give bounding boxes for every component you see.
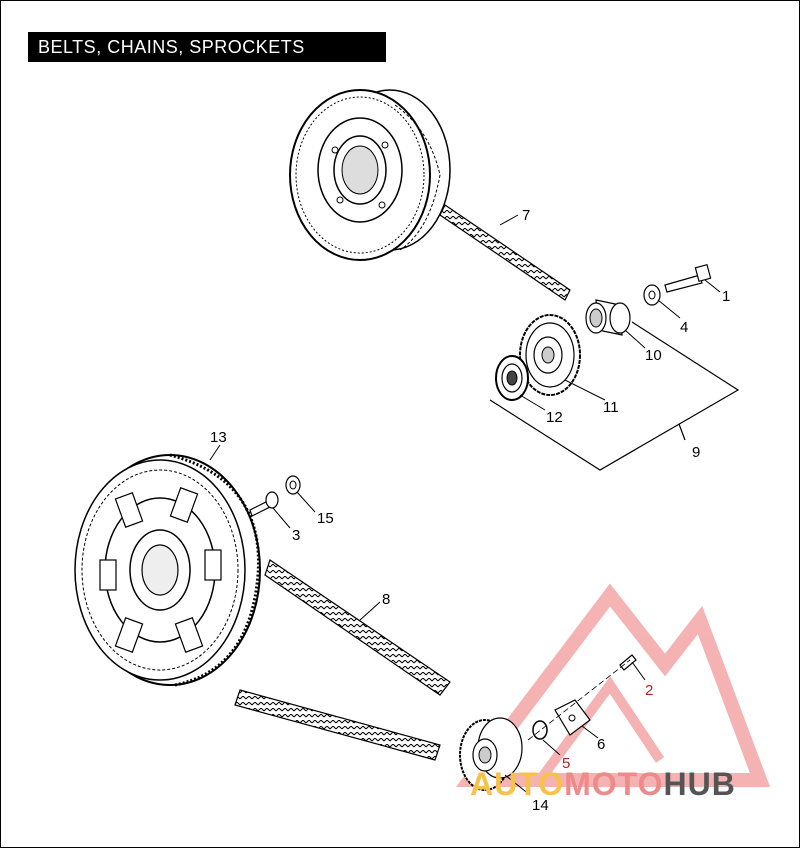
lock-plate-6: [554, 699, 591, 736]
callout-15: 15: [317, 510, 334, 527]
screw-2: [619, 654, 637, 671]
clutch-shell: [289, 89, 451, 261]
callout-6: 6: [597, 736, 605, 753]
callout-4: 4: [680, 319, 688, 336]
callout-2: 2: [645, 682, 653, 699]
page-title: BELTS, CHAINS, SPROCKETS: [28, 32, 386, 62]
watermark-auto: AUTO: [470, 766, 565, 802]
front-pulley: [459, 717, 523, 791]
nut-5: [532, 720, 548, 740]
callout-11: 11: [603, 399, 619, 416]
callout-8: 8: [382, 591, 390, 608]
rear-pulley: [74, 453, 261, 687]
drive-belt: [234, 559, 451, 761]
bolt-3: [249, 491, 279, 517]
sprocket-11: [519, 314, 581, 396]
washer-15: [285, 475, 301, 495]
callout-9: 9: [692, 444, 700, 461]
callout-10: 10: [645, 347, 662, 364]
callout-7: 7: [522, 207, 530, 224]
callout-12: 12: [546, 409, 563, 426]
callout-5: 5: [562, 755, 570, 772]
sprocket-hub-10: [585, 299, 631, 336]
callout-1: 1: [722, 288, 730, 305]
bracket-9: [489, 321, 740, 471]
callout-3: 3: [292, 527, 300, 544]
bolt-1: [664, 263, 712, 293]
watermark-moto: MOTO: [564, 766, 664, 802]
compensator-12: [495, 355, 529, 401]
watermark-text: AUTOMOTOHUB: [470, 766, 736, 803]
watermark-logo: [455, 583, 771, 787]
watermark-hub: HUB: [663, 766, 736, 802]
callout-14: 14: [532, 797, 549, 814]
primary-chain: [439, 204, 571, 301]
callout-13: 13: [210, 429, 227, 446]
leader-lines: [209, 214, 721, 796]
